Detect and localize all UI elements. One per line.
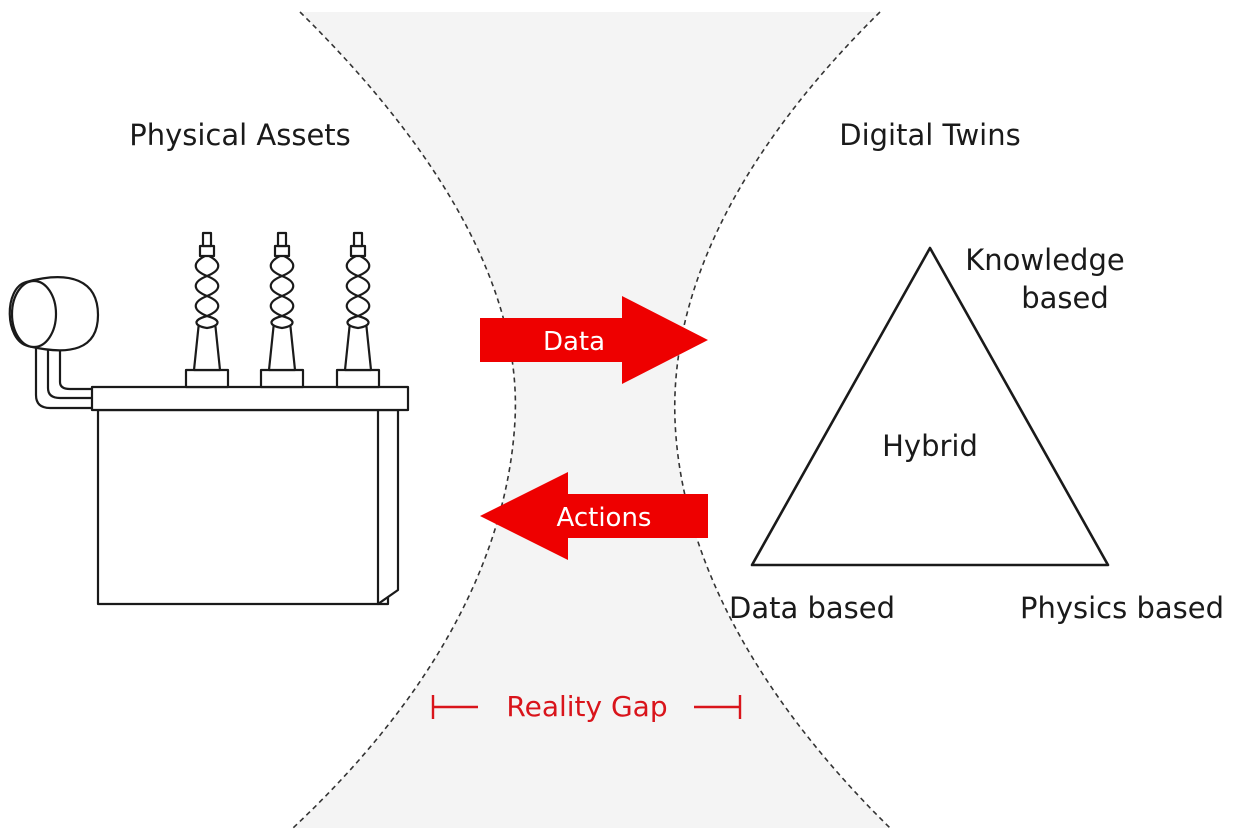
bushing-3 xyxy=(335,231,381,389)
knowledge-based-label-line2: based xyxy=(1021,281,1109,315)
reality-gap-label: Reality Gap xyxy=(506,690,667,723)
knowledge-based-label-line1: Knowledge xyxy=(965,243,1124,277)
transformer-icon xyxy=(8,231,410,606)
data-arrow: Data xyxy=(480,296,708,384)
physical-assets-title: Physical Assets xyxy=(129,118,351,152)
hybrid-label: Hybrid xyxy=(882,429,978,463)
actions-arrow-label: Actions xyxy=(557,503,652,533)
bushing-2 xyxy=(259,231,305,389)
reality-gap-marker: Reality Gap xyxy=(431,690,742,723)
reality-gap-region xyxy=(293,12,890,828)
physics-based-label: Physics based xyxy=(1020,591,1224,625)
actions-arrow: Actions xyxy=(480,472,708,560)
reality-gap-right-boundary xyxy=(673,11,891,829)
data-arrow-label: Data xyxy=(543,327,605,357)
digital-twins-title: Digital Twins xyxy=(839,118,1020,152)
twin-type-triangle xyxy=(750,246,1110,567)
data-based-label: Data based xyxy=(729,591,895,625)
bushing-1 xyxy=(184,231,230,389)
reality-gap-left-boundary xyxy=(292,11,517,829)
